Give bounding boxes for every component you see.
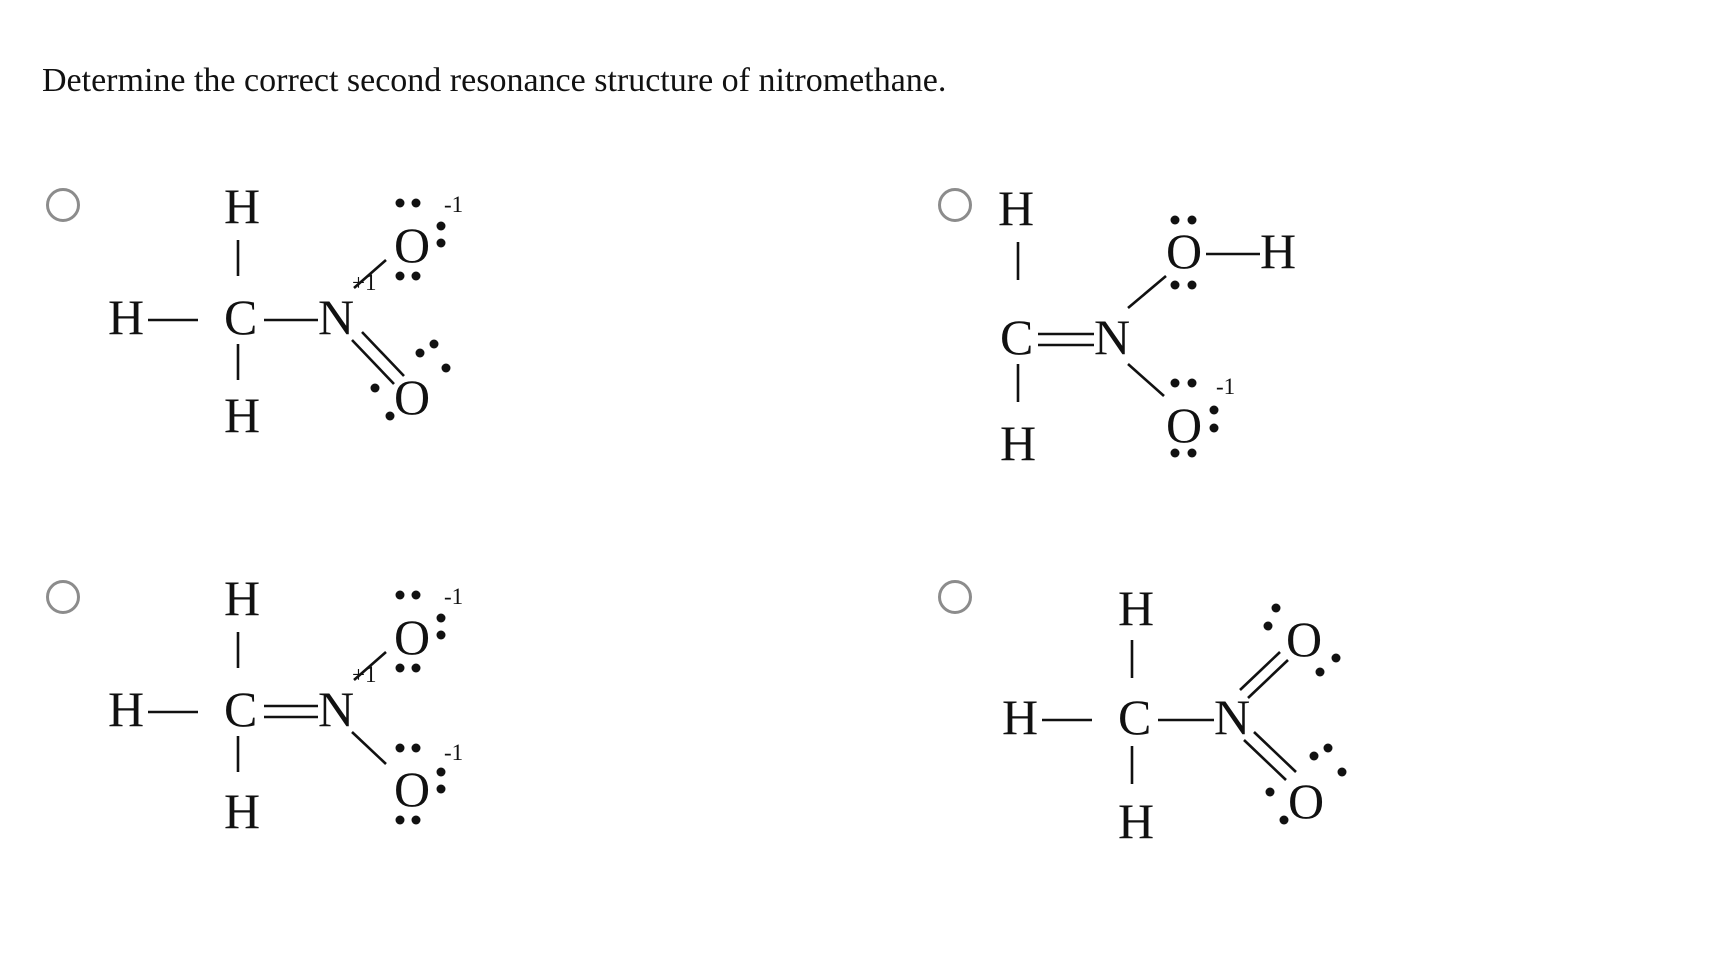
atom-h-left: H <box>1002 689 1038 745</box>
answer-option-a[interactable]: H H C N +1 H O -1 O <box>46 178 886 528</box>
atom-o-top: O <box>394 217 430 273</box>
structure-b: H C N H O H O -1 <box>998 180 1296 471</box>
atom-h-bottom: H <box>1000 415 1036 471</box>
radio-button-a[interactable] <box>46 188 80 222</box>
answer-option-c[interactable]: H H C N +1 H O -1 O -1 <box>46 570 886 920</box>
charge-o-bottom: -1 <box>1216 374 1235 399</box>
charge-o-bottom: -1 <box>444 740 463 765</box>
radio-button-c[interactable] <box>46 580 80 614</box>
question-text: Determine the correct second resonance s… <box>42 62 947 99</box>
atom-h-top: H <box>224 570 260 626</box>
atom-h-bottom: H <box>224 783 260 839</box>
atom-c: C <box>1000 309 1033 365</box>
atom-o-bottom: O <box>1166 397 1202 453</box>
atom-n: N <box>1214 689 1250 745</box>
atom-c: C <box>1118 689 1151 745</box>
atom-o-top: O <box>1166 223 1202 279</box>
atom-o-bottom: O <box>394 369 430 425</box>
atom-h-top: H <box>224 178 260 234</box>
atom-n: N <box>318 289 354 345</box>
atom-h-top: H <box>998 180 1034 236</box>
atom-h-bottom: H <box>1118 793 1154 849</box>
atom-h-left: H <box>108 681 144 737</box>
atom-h-top: H <box>1118 580 1154 636</box>
atom-n: N <box>318 681 354 737</box>
charge-n: +1 <box>352 270 376 295</box>
atom-o-top: O <box>1286 611 1322 667</box>
atom-h-right: H <box>1260 223 1296 279</box>
atom-h-bottom: H <box>224 387 260 443</box>
structure-c: H H C N +1 H O -1 O -1 <box>108 570 463 839</box>
atom-o-bottom: O <box>394 761 430 817</box>
atom-h-left: H <box>108 289 144 345</box>
atom-o-top: O <box>394 609 430 665</box>
structure-d: H H C N H O O <box>1002 580 1347 849</box>
answer-option-b[interactable]: H C N H O H O -1 <box>938 180 1730 528</box>
atom-c: C <box>224 289 257 345</box>
charge-o-top: -1 <box>444 584 463 609</box>
charge-n: +1 <box>352 662 376 687</box>
structure-a: H H C N +1 H O -1 O <box>108 178 463 443</box>
atom-o-bottom: O <box>1288 773 1324 829</box>
radio-button-b[interactable] <box>938 188 972 222</box>
atom-n: N <box>1094 309 1130 365</box>
charge-o-top: -1 <box>444 192 463 217</box>
radio-button-d[interactable] <box>938 580 972 614</box>
answer-option-d[interactable]: H H C N H O O <box>938 580 1730 920</box>
atom-c: C <box>224 681 257 737</box>
